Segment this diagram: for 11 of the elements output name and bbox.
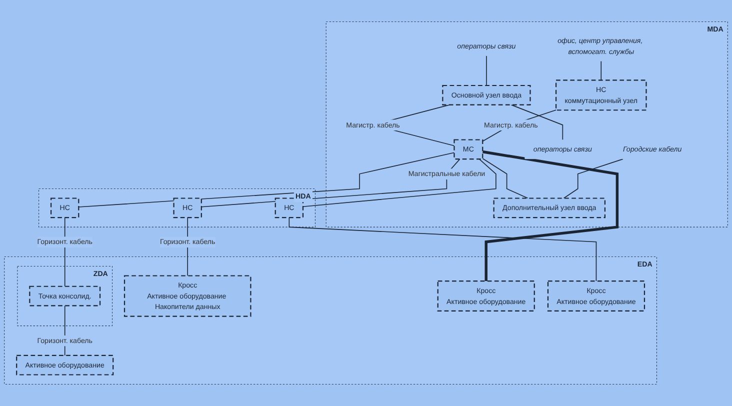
connector bbox=[486, 55, 487, 86]
connector bbox=[482, 158, 528, 199]
connector bbox=[510, 104, 564, 140]
connector bbox=[78, 152, 455, 208]
connector bbox=[482, 110, 556, 142]
connector bbox=[563, 158, 624, 199]
connector bbox=[600, 60, 602, 81]
connector bbox=[302, 158, 496, 208]
connector bbox=[288, 217, 597, 282]
connector bbox=[482, 150, 619, 282]
connector bbox=[201, 158, 460, 208]
